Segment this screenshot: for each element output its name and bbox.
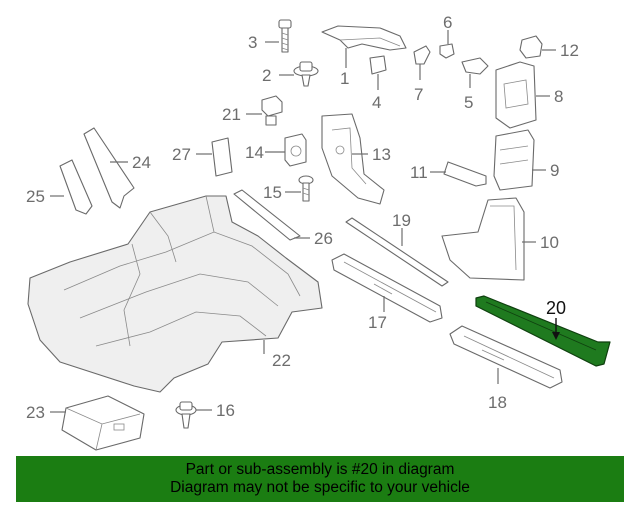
callout-27: 27 — [172, 145, 191, 164]
part-11-strip — [443, 161, 487, 187]
callout-24: 24 — [132, 153, 151, 172]
callout-10: 10 — [540, 233, 559, 252]
info-banner: Part or sub-assembly is #20 in diagram D… — [16, 456, 624, 502]
callout-8: 8 — [554, 87, 563, 106]
callout-5: 5 — [464, 93, 473, 112]
part-10-trim — [441, 197, 525, 281]
callout-20: 20 — [546, 298, 566, 318]
callout-3: 3 — [248, 33, 257, 52]
callout-26: 26 — [314, 229, 333, 248]
banner-line-1: Part or sub-assembly is #20 in diagram — [185, 461, 455, 478]
callout-15: 15 — [263, 183, 282, 202]
part-22-carpet — [27, 195, 323, 393]
part-13-trim — [321, 113, 385, 205]
part-25-piece — [59, 159, 93, 215]
callout-25: 25 — [26, 187, 45, 206]
part-19-strip — [345, 217, 449, 287]
callout-14: 14 — [245, 143, 264, 162]
callout-19: 19 — [392, 211, 411, 230]
part-18-sill-plate — [449, 325, 563, 389]
part-21-clip — [261, 95, 283, 126]
part-6-clip — [439, 43, 455, 59]
part-4-plate — [369, 55, 387, 75]
part-8-pillar-trim — [495, 61, 537, 129]
part-12-clip — [519, 35, 543, 59]
part-23-block — [61, 395, 145, 451]
part-9-bracket — [493, 129, 535, 191]
callout-22: 22 — [272, 351, 291, 370]
part-26-strip — [233, 189, 301, 241]
part-2-clip — [293, 61, 319, 87]
part-24-panel — [83, 127, 135, 209]
callout-7: 7 — [414, 85, 423, 104]
callout-21: 21 — [222, 105, 241, 124]
part-5-clip — [461, 57, 489, 75]
callout-16: 16 — [216, 401, 235, 420]
part-17-sill-plate — [331, 253, 443, 323]
banner-line-2: Diagram may not be specific to your vehi… — [170, 479, 470, 496]
parts-diagram: 3 2 21 14 15 1 4 6 — [26, 13, 611, 451]
callout-23: 23 — [26, 403, 45, 422]
part-15-screw — [298, 175, 314, 202]
part-20-highlighted — [475, 295, 611, 367]
part-7-clip — [413, 45, 431, 65]
callout-12: 12 — [560, 41, 579, 60]
part-1-trim — [321, 25, 407, 51]
callout-18: 18 — [488, 393, 507, 412]
callout-13: 13 — [372, 145, 391, 164]
part-27-plate — [211, 137, 233, 177]
part-16-clip — [175, 401, 197, 429]
callout-6: 6 — [443, 13, 452, 32]
callout-17: 17 — [368, 313, 387, 332]
part-3-screw — [278, 19, 292, 53]
part-14-bracket — [284, 133, 307, 167]
callout-1: 1 — [340, 69, 349, 88]
callout-4: 4 — [372, 93, 381, 112]
callout-9: 9 — [550, 161, 559, 180]
callout-2: 2 — [262, 66, 271, 85]
callout-11: 11 — [410, 163, 428, 182]
